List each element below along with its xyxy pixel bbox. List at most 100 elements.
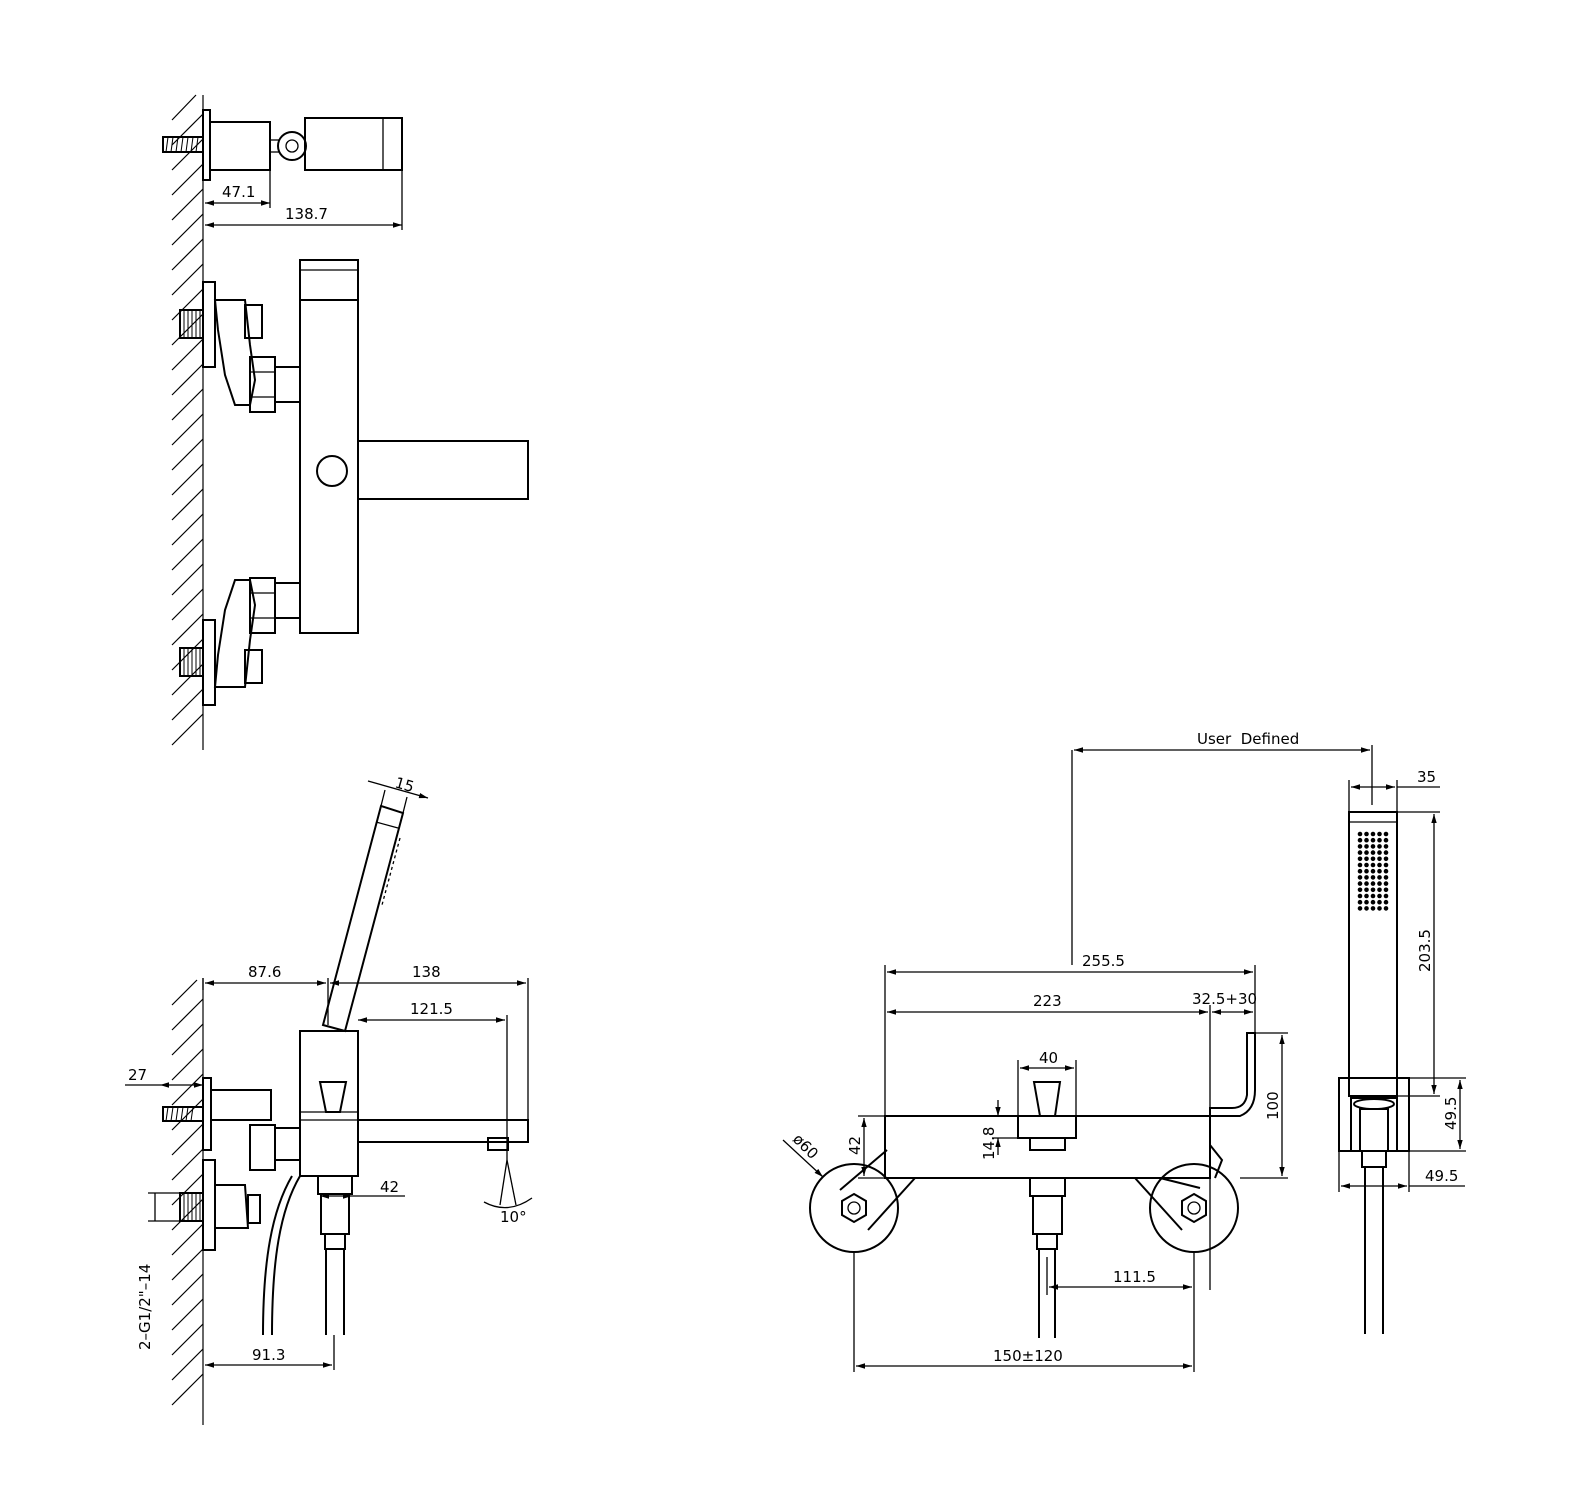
dim-dia-60: ø60 xyxy=(789,1130,822,1163)
dim-255-5: 255.5 xyxy=(1082,952,1125,970)
nozzle-dot xyxy=(1377,850,1382,855)
nozzle-dot xyxy=(1364,875,1369,880)
thread-top xyxy=(162,136,204,153)
nozzle-dot xyxy=(1370,875,1376,880)
top-view: 47.1 138.7 xyxy=(162,94,529,750)
nozzle-dot xyxy=(1370,868,1376,874)
dim-100: 100 xyxy=(1264,1091,1282,1120)
nozzle-dot xyxy=(1357,856,1363,862)
nozzle-dot xyxy=(1364,831,1369,837)
nozzle-dot xyxy=(1383,850,1389,855)
dim-35: 35 xyxy=(1417,768,1436,786)
nozzle-dot xyxy=(1377,893,1382,899)
nozzle-dot xyxy=(1364,881,1369,886)
dim-32-5-30: 32.5+30 xyxy=(1192,990,1257,1008)
nozzle-dot xyxy=(1370,856,1376,862)
side-view: 15 87.6 138 121.5 27 42 10° 2–G1/2"–14 9… xyxy=(125,774,533,1425)
dim-user-defined: User Defined xyxy=(1197,730,1299,748)
nozzle-dot xyxy=(1357,868,1363,874)
nozzle-dot xyxy=(1370,906,1376,911)
dim-111-5: 111.5 xyxy=(1113,1268,1156,1286)
dim-87-6: 87.6 xyxy=(248,963,281,981)
dim-14-8: 14.8 xyxy=(980,1127,998,1160)
nozzle-dot xyxy=(1370,887,1376,893)
dim-10-deg: 10° xyxy=(500,1208,527,1226)
nozzle-dot xyxy=(1370,831,1376,837)
nozzle-dot xyxy=(1383,887,1389,893)
nozzle-dot xyxy=(1383,881,1389,886)
front-view: User Defined 255.5 223 32.5+30 40 14.8 4… xyxy=(782,730,1373,1372)
nozzle-dot xyxy=(1377,837,1382,843)
dim-49-5-vert: 49.5 xyxy=(1442,1097,1460,1130)
dim-40: 40 xyxy=(1039,1049,1058,1067)
nozzle-dot xyxy=(1383,856,1389,862)
nozzle-dot xyxy=(1383,899,1389,905)
nozzle-dot xyxy=(1383,868,1389,874)
nozzle-dot xyxy=(1377,887,1382,893)
dim-42-side: 42 xyxy=(380,1178,399,1196)
nozzle-dot xyxy=(1377,844,1382,849)
dim-121-5: 121.5 xyxy=(410,1000,453,1018)
nozzle-dot xyxy=(1364,893,1369,899)
dim-91-3: 91.3 xyxy=(252,1346,285,1364)
nozzle-dot xyxy=(1364,862,1369,868)
nozzle-dot xyxy=(1357,906,1363,911)
nozzle-dot xyxy=(1364,856,1369,862)
nozzle-dot xyxy=(1377,868,1382,874)
nozzle-dot xyxy=(1357,850,1363,855)
nozzle-dot xyxy=(1357,831,1363,837)
nozzle-grid xyxy=(1357,831,1389,911)
nozzle-dot xyxy=(1364,844,1369,849)
dim-150-120: 150±120 xyxy=(993,1347,1063,1365)
nozzle-dot xyxy=(1357,887,1363,893)
nozzle-dot xyxy=(1370,862,1376,868)
dim-49-5-horiz: 49.5 xyxy=(1425,1167,1458,1185)
nozzle-dot xyxy=(1370,893,1376,899)
dim-138: 138 xyxy=(412,963,441,981)
nozzle-dot xyxy=(1377,881,1382,886)
nozzle-dot xyxy=(1357,881,1363,886)
nozzle-dot xyxy=(1383,844,1389,849)
nozzle-dot xyxy=(1383,837,1389,843)
nozzle-dot xyxy=(1357,862,1363,868)
nozzle-dot xyxy=(1370,837,1376,843)
nozzle-dot xyxy=(1357,875,1363,880)
nozzle-dot xyxy=(1364,850,1369,855)
dim-47-1: 47.1 xyxy=(222,183,255,201)
nozzle-dot xyxy=(1364,868,1369,874)
dim-thread: 2–G1/2"–14 xyxy=(136,1264,154,1350)
nozzle-dot xyxy=(1377,875,1382,880)
dim-203-5: 203.5 xyxy=(1416,929,1434,972)
hand-shower-side xyxy=(321,804,405,1033)
nozzle-dot xyxy=(1364,887,1369,893)
nozzle-dot xyxy=(1364,837,1369,843)
dim-42-front: 42 xyxy=(846,1136,864,1155)
nozzle-dot xyxy=(1377,906,1382,911)
dim-15: 15 xyxy=(393,774,416,797)
nozzle-dot xyxy=(1383,831,1389,837)
nozzle-dot xyxy=(1357,837,1363,843)
nozzle-dot xyxy=(1370,850,1376,855)
nozzle-dot xyxy=(1377,862,1382,868)
nozzle-dot xyxy=(1377,899,1382,905)
dim-138-7: 138.7 xyxy=(285,205,328,223)
wall-hatch-side xyxy=(171,978,204,1425)
nozzle-dot xyxy=(1383,875,1389,880)
nozzle-dot xyxy=(1370,899,1376,905)
nozzle-dot xyxy=(1383,862,1389,868)
nozzle-dot xyxy=(1370,844,1376,849)
dim-27: 27 xyxy=(128,1066,147,1084)
nozzle-dot xyxy=(1364,899,1369,905)
nozzle-dot xyxy=(1357,893,1363,899)
nozzle-dot xyxy=(1377,856,1382,862)
nozzle-dot xyxy=(1364,906,1369,911)
mixer-top xyxy=(179,259,529,706)
nozzle-dot xyxy=(1357,899,1363,905)
hand-shower-view: 35 203.5 49.5 49.5 xyxy=(1338,768,1466,1334)
dim-223: 223 xyxy=(1033,992,1062,1010)
holder-top xyxy=(162,109,403,181)
nozzle-dot xyxy=(1370,881,1376,886)
nozzle-dot xyxy=(1383,893,1389,899)
nozzle-dot xyxy=(1383,906,1389,911)
